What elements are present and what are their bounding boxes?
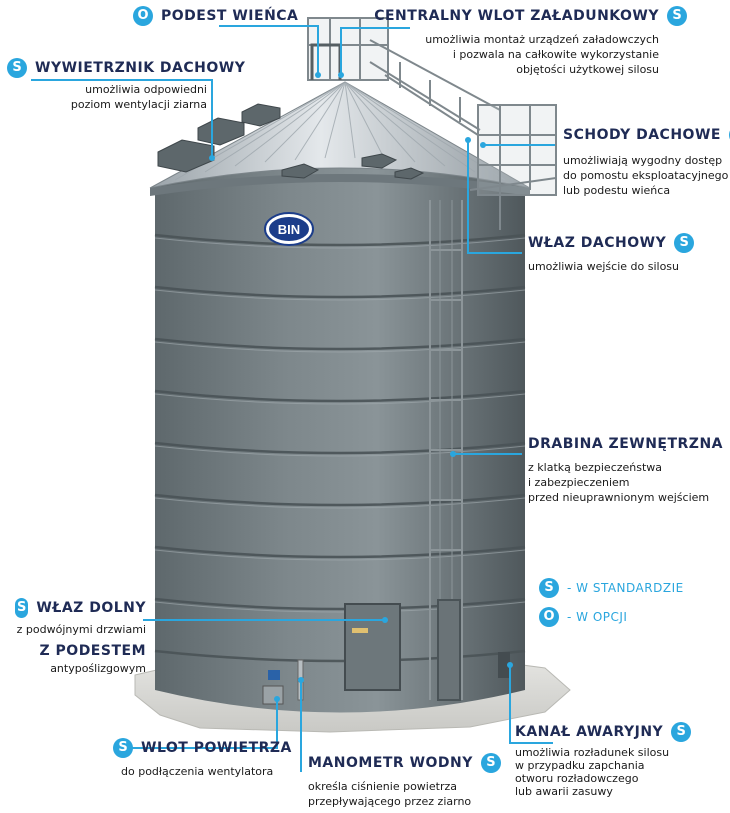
callout-manometr: MANOMETR WODNY S określa ciśnienie powie… [308,753,501,809]
badge-optional: O [539,607,559,627]
bottom-hatch-shape [345,604,400,690]
silo-body [155,168,525,713]
callout-desc-line: z klatką bezpieczeństwa [528,460,730,475]
legend-standard: S - W STANDARDZIE [539,578,684,598]
callout-desc-line: umożliwia wejście do silosu [528,259,694,274]
callout-wywietrznik: S WYWIETRZNIK DACHOWY umożliwia odpowied… [7,58,245,112]
callout-drabina: DRABINA ZEWNĘTRZNA O z klatką bezpieczeń… [528,434,730,505]
bin-logo: BIN [265,213,313,245]
callout-kanal-awaryjny: KANAŁ AWARYJNY S umożliwia rozładunek si… [515,722,691,798]
callout-desc-line: umożliwia odpowiedni [7,82,207,97]
callout-subtitle: Z PODESTEM [15,643,146,659]
callout-desc-line: do pomostu eksploatacyjnego [563,168,730,183]
callout-title: DRABINA ZEWNĘTRZNA [528,436,723,452]
callout-wlaz-dachowy: WŁAZ DACHOWY S umożliwia wejście do silo… [528,233,694,274]
callout-desc-line: i pozwala na całkowite wykorzystanie [357,47,659,62]
callout-desc-line: z podwójnymi drzwiami [15,622,146,637]
callout-title: MANOMETR WODNY [308,755,473,771]
callout-desc-line: umożliwiają wygodny dostęp [563,153,730,168]
callout-wlaz-dolny: S WŁAZ DOLNY z podwójnymi drzwiami Z POD… [15,598,146,676]
callout-title: PODEST WIEŃCA [161,8,298,24]
callout-desc-line: do podłączenia wentylatora [121,764,292,779]
badge-standard: S [667,6,687,26]
callout-title: SCHODY DACHOWE [563,127,721,143]
callout-title: WYWIETRZNIK DACHOWY [35,60,245,76]
badge-optional: O [133,6,153,26]
callout-desc-line: i zabezpieczeniem [528,475,730,490]
callout-desc-line: umożliwia montaż urządzeń załadowczych [357,32,659,47]
callout-schody-dachowe: SCHODY DACHOWE O umożliwiają wygodny dos… [563,125,730,198]
badge-standard: S [113,738,133,758]
callout-title: CENTRALNY WLOT ZAŁADUNKOWY [374,8,659,24]
badge-standard: S [539,578,559,598]
callout-desc-line: umożliwia rozładunek silosu [515,746,691,759]
callout-desc-line: objętości użytkowej silosu [357,62,659,77]
callout-desc-line: przepływającego przez ziarno [308,794,501,809]
badge-standard: S [674,233,694,253]
callout-podest-wienca: O PODEST WIEŃCA [133,6,298,26]
callout-desc-line: przed nieuprawnionym wejściem [528,490,730,505]
badge-standard: S [15,598,28,618]
legend-label: - W STANDARDZIE [567,581,684,595]
callout-centralny-wlot: CENTRALNY WLOT ZAŁADUNKOWY S umożliwia m… [357,6,687,77]
callout-desc-line: poziom wentylacji ziarna [7,97,207,112]
badge-standard: S [7,58,27,78]
svg-text:BIN: BIN [278,222,300,237]
callout-desc-line: określa ciśnienie powietrza [308,779,501,794]
callout-title: KANAŁ AWARYJNY [515,724,663,740]
callout-desc-line: otworu rozładowczego [515,772,691,785]
callout-title: WŁAZ DACHOWY [528,235,666,251]
callout-wlot-powietrza: S WLOT POWIETRZA do podłączenia wentylat… [113,738,292,779]
badge-standard: S [671,722,691,742]
callout-title: WŁAZ DOLNY [36,600,146,616]
badge-standard: S [481,753,501,773]
callout-title: WLOT POWIETRZA [141,740,292,756]
legend-optional: O - W OPCJI [539,607,684,627]
legend-label: - W OPCJI [567,610,627,624]
callout-desc-line: lub podestu wieńca [563,183,730,198]
legend: S - W STANDARDZIE O - W OPCJI [539,578,684,627]
callout-desc-line: lub awarii zasuwy [515,785,691,798]
callout-desc-line: w przypadku zapchania [515,759,691,772]
callout-desc-line: antypoślizgowym [15,661,146,676]
